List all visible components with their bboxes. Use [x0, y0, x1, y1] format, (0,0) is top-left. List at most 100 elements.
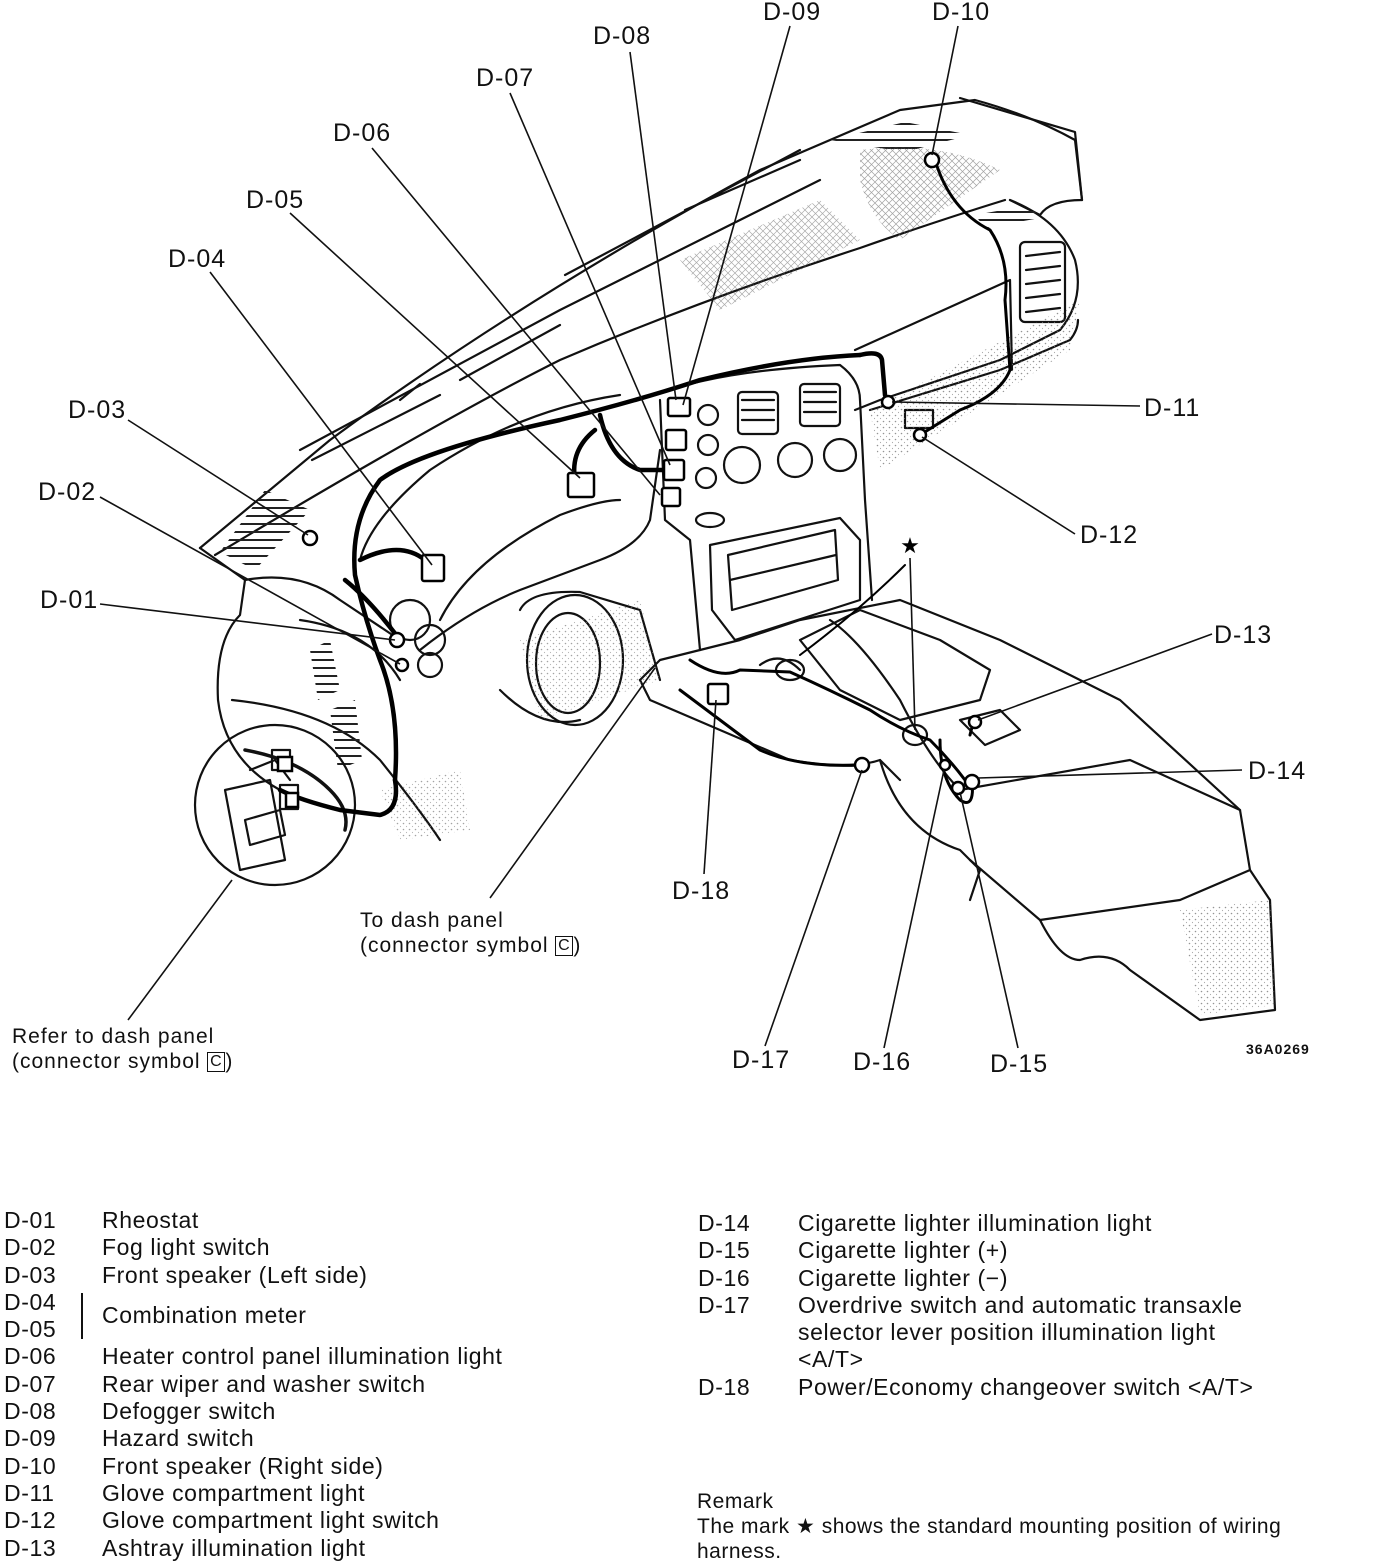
legend-row: D-11 Glove compartment light — [4, 1480, 644, 1507]
callout-d14: D-14 — [1248, 757, 1307, 785]
legend-description: Glove compartment light — [102, 1479, 366, 1506]
legend-row: D-13 Ashtray illumination light — [4, 1535, 644, 1562]
legend-description: Defogger switch — [102, 1398, 276, 1425]
legend-description: Glove compartment light switch — [102, 1507, 440, 1534]
legend-code: D-13 — [4, 1534, 57, 1561]
connector-symbol-box: C — [555, 936, 574, 957]
callout-d13: D-13 — [1214, 621, 1273, 649]
legend-description: Rheostat — [102, 1207, 199, 1233]
callout-d06: D-06 — [333, 119, 392, 147]
legend-combined-description: Combination meter — [102, 1301, 307, 1328]
legend-code: D-03 — [4, 1261, 57, 1288]
inset-detail-circle — [193, 723, 357, 887]
legend-description: Heater control panel illumination light — [102, 1343, 503, 1370]
dashboard-wiring-diagram: ★ — [99, 25, 1277, 1049]
star-mark: ★ — [900, 534, 920, 559]
legend-row: D-03 Front speaker (Left side) — [4, 1262, 644, 1289]
legend-description: Rear wiper and washer switch — [102, 1370, 426, 1397]
legend-row: D-02 Fog light switch — [4, 1234, 644, 1261]
legend-code: D-15 — [698, 1237, 751, 1264]
legend-row: D-09 Hazard switch — [4, 1425, 644, 1452]
legend-row: selector lever position illumination lig… — [698, 1319, 1368, 1346]
callout-d15: D-15 — [990, 1050, 1049, 1078]
legend-description: Fog light switch — [102, 1234, 271, 1261]
legend-row: D-16 Cigarette lighter (−) — [698, 1265, 1368, 1292]
wiring-harness — [277, 158, 1012, 818]
to-dash-panel-line1: To dash panel — [360, 909, 504, 932]
refer-dash-panel-line2: (connector symbol C) — [12, 1050, 234, 1073]
callout-d17: D-17 — [732, 1046, 791, 1074]
connector-symbol-box: C — [207, 1052, 226, 1073]
legend-row: D-15 Cigarette lighter (+) — [698, 1237, 1368, 1264]
legend-code: D-04 — [4, 1288, 57, 1315]
legend-brace — [81, 1292, 89, 1340]
callout-d10: D-10 — [932, 0, 991, 26]
legend-description: Cigarette lighter (+) — [798, 1237, 1009, 1264]
legend-row: D-05 — [4, 1316, 644, 1343]
to-dash-panel-line2-text: (connector symbol — [360, 934, 549, 957]
legend-code: D-11 — [4, 1479, 55, 1506]
legend-description: Cigarette lighter illumination light — [798, 1210, 1152, 1236]
legend-description: Hazard switch — [102, 1425, 255, 1452]
remark-text-before: The mark — [697, 1515, 790, 1538]
legend-description: Front speaker (Right side) — [102, 1452, 384, 1479]
legend-description: Overdrive switch and automatic transaxle — [798, 1291, 1243, 1318]
legend-code: D-08 — [4, 1398, 57, 1425]
callout-d11: D-11 — [1144, 394, 1201, 422]
legend-code: D-05 — [4, 1316, 57, 1343]
shading — [220, 122, 1275, 1015]
remark: Remark The mark ★ shows the standard mou… — [697, 1489, 1367, 1564]
legend-code: D-17 — [698, 1291, 751, 1318]
connectors — [276, 151, 983, 809]
callout-d04: D-04 — [168, 245, 227, 273]
to-dash-panel-line2: (connector symbol C) — [360, 934, 582, 957]
legend-row: D-01 Rheostat — [4, 1207, 644, 1234]
legend-row: D-08 Defogger switch — [4, 1398, 644, 1425]
refer-dash-panel-line2-text: (connector symbol — [12, 1050, 201, 1073]
legend-code: D-06 — [4, 1343, 57, 1370]
legend-code: D-12 — [4, 1507, 57, 1534]
legend-description: <A/T> — [798, 1346, 864, 1373]
legend-row: D-17 Overdrive switch and automatic trans… — [698, 1292, 1368, 1319]
center-console — [638, 598, 1277, 1022]
legend-description: Cigarette lighter (−) — [798, 1264, 1009, 1291]
legend-code: D-09 — [4, 1425, 57, 1452]
callout-d01: D-01 — [40, 586, 99, 614]
legend-row: D-06 Heater control panel illumination li… — [4, 1343, 644, 1370]
legend-code: D-07 — [4, 1370, 57, 1397]
legend-description: selector lever position illumination lig… — [798, 1319, 1216, 1346]
figure-code: 36A0269 — [1246, 1041, 1310, 1057]
to-dash-panel-note: To dash panel (connector symbol C) — [360, 908, 581, 958]
legend-code: D-16 — [698, 1264, 751, 1291]
legend-description: Front speaker (Left side) — [102, 1261, 368, 1288]
callout-d09: D-09 — [763, 0, 822, 26]
refer-dash-panel-line1: Refer to dash panel — [12, 1025, 215, 1048]
callout-d03: D-03 — [68, 396, 127, 424]
center-stack — [653, 363, 874, 652]
refer-dash-panel-note: Refer to dash panel (connector symbol C) — [12, 1024, 233, 1074]
legend-description: Ashtray illumination light — [102, 1534, 366, 1561]
remark-title: Remark — [697, 1490, 774, 1513]
callout-d02: D-02 — [38, 478, 97, 506]
legend-row: D-04 — [4, 1289, 644, 1316]
star-icon: ★ — [796, 1515, 816, 1538]
callout-d18: D-18 — [672, 877, 731, 905]
callout-d12: D-12 — [1080, 521, 1139, 549]
callout-d05: D-05 — [246, 186, 305, 214]
remark-text: The mark ★ shows the standard mounting p… — [697, 1514, 1367, 1564]
legend-row: D-10 Front speaker (Right side) — [4, 1453, 644, 1480]
instrument-cluster — [358, 393, 662, 679]
legend-description: Power/Economy changeover switch <A/T> — [798, 1373, 1254, 1400]
callout-d07: D-07 — [476, 64, 535, 92]
legend-row: <A/T> — [698, 1346, 1368, 1373]
legend-code: D-02 — [4, 1234, 57, 1261]
remark-text-after: shows the standard mounting position of … — [697, 1515, 1282, 1563]
legend-code: D-10 — [4, 1452, 57, 1479]
leader-lines — [99, 25, 1243, 1049]
legend-row: D-07 Rear wiper and washer switch — [4, 1371, 644, 1398]
legend-code: D-01 — [4, 1207, 57, 1233]
